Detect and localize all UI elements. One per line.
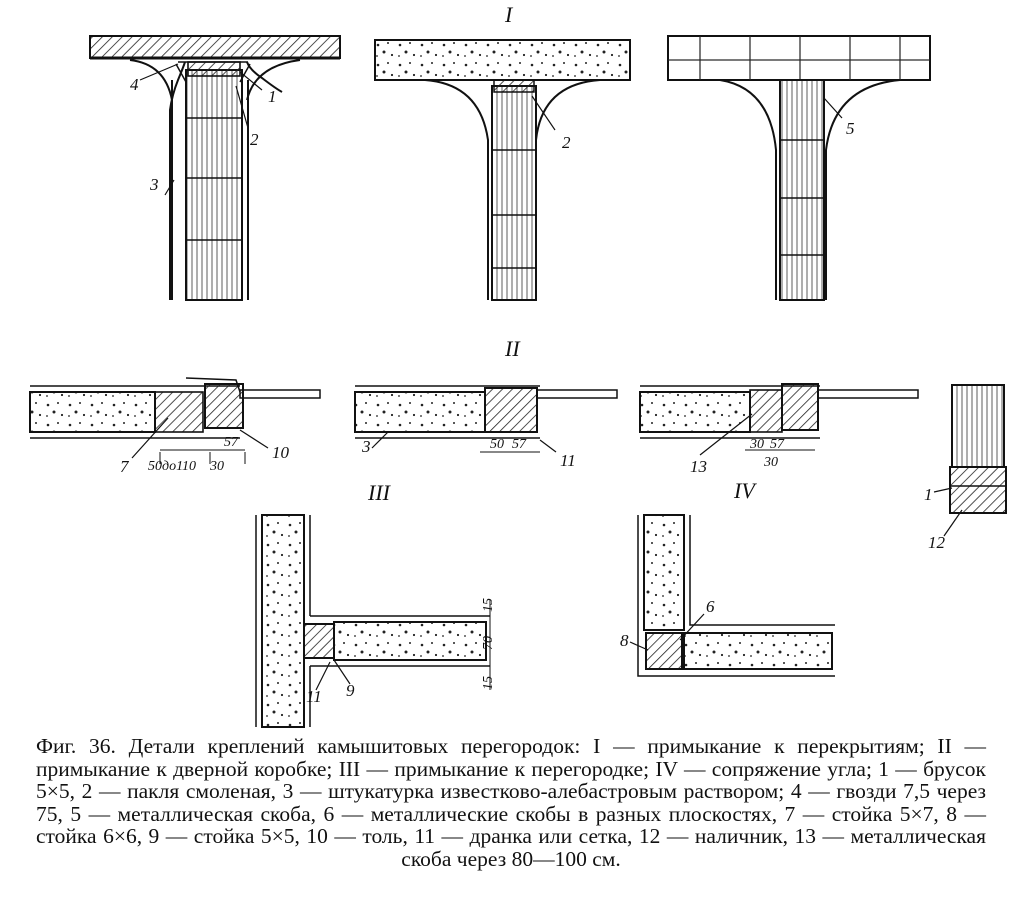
leader-10 (239, 429, 269, 449)
leader-12 (943, 509, 963, 537)
dim-30-left: 30 (209, 459, 224, 474)
callout-7: 7 (120, 457, 130, 476)
dim-30-right: 30 (749, 437, 764, 452)
detail-IV-frame (933, 384, 1007, 537)
leader-3a (164, 179, 175, 196)
callout-5: 5 (846, 119, 855, 138)
figure-caption: Фиг. 36. Детали креплений камышитовых пе… (36, 734, 986, 871)
section-label-III: III (367, 480, 392, 505)
detail-I-left (89, 35, 341, 301)
callout-13: 13 (690, 457, 707, 476)
leader-8 (629, 641, 649, 651)
callout-8: 8 (620, 631, 629, 650)
callout-11-door: 11 (560, 451, 576, 470)
section-label-I: I (504, 2, 514, 27)
dim-15-top: 15 (481, 598, 496, 612)
callout-12: 12 (928, 533, 946, 552)
leader-5 (823, 97, 843, 119)
leader-11a (539, 439, 557, 453)
dim-70: 70 (481, 636, 496, 650)
leader-1b (933, 487, 953, 493)
dim-30-right-lower: 30 (763, 455, 778, 470)
callout-11-tee: 11 (306, 687, 322, 706)
section-label-IV: IV (733, 478, 757, 503)
dim-15-bottom: 15 (481, 676, 496, 690)
callout-9: 9 (346, 681, 355, 700)
callout-3-door: 3 (361, 437, 371, 456)
leader-4 (139, 63, 179, 81)
callout-2-middle: 2 (562, 133, 571, 152)
detail-II-middle (354, 385, 618, 453)
dim-57-left: 57 (224, 435, 239, 450)
leader-2b (531, 95, 556, 131)
callout-1: 1 (268, 87, 277, 106)
callout-4: 4 (130, 75, 139, 94)
leader-11b (315, 661, 331, 691)
dim-50do110: 50до110 (148, 459, 196, 474)
dim-57-middle: 57 (512, 437, 527, 452)
dim-57-right: 57 (770, 437, 785, 452)
leader-3b (371, 431, 389, 449)
leader-13 (699, 413, 753, 456)
detail-drawing: I II III IV 4 1 2 3 2 5 7 10 3 11 13 1 1… (29, 2, 1007, 728)
detail-II-right (639, 383, 919, 456)
detail-I-middle (374, 39, 631, 301)
section-label-II: II (504, 336, 521, 361)
leader-6 (679, 613, 705, 641)
detail-I-right (667, 35, 931, 301)
detail-III (255, 514, 491, 728)
callout-3-left: 3 (149, 175, 159, 194)
callout-10: 10 (272, 443, 290, 462)
leader-2a (235, 85, 249, 129)
callout-1-frame: 1 (924, 485, 933, 504)
detail-II-left (29, 377, 321, 464)
detail-IV-corner (629, 514, 835, 677)
leader-1 (239, 71, 263, 91)
callout-2-left: 2 (250, 130, 259, 149)
leader-9 (333, 659, 351, 685)
dim-50-middle: 50 (490, 437, 504, 452)
callout-6: 6 (706, 597, 715, 616)
leader-7 (131, 417, 169, 459)
